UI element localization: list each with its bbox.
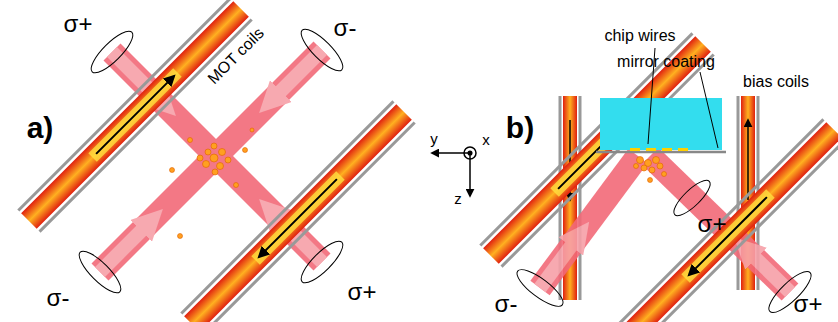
mirror-coating — [596, 151, 726, 154]
mot-coil — [18, 0, 251, 232]
polarization-label: σ- — [47, 286, 70, 310]
panel-label: a) — [27, 113, 54, 143]
atom-cloud — [170, 128, 255, 239]
polarization-label: σ+ — [698, 212, 727, 236]
polarization-label: σ+ — [64, 12, 93, 36]
axis-label: y — [430, 131, 438, 146]
polarization-ellipse — [74, 24, 348, 298]
panel-label: b) — [506, 113, 534, 143]
part-label: chip wires — [604, 28, 675, 44]
axis-label: z — [454, 191, 462, 206]
mot-coil — [181, 101, 414, 322]
atom-cloud — [634, 157, 667, 183]
axes — [432, 147, 476, 196]
polarization-label: σ- — [334, 16, 357, 40]
polarization-label: σ+ — [348, 280, 377, 304]
polarization-label: σ- — [495, 292, 518, 316]
polarization-ellipse — [512, 176, 816, 318]
polarization-label: σ+ — [794, 292, 823, 316]
atom-chip — [600, 98, 722, 150]
axis-label: x — [482, 132, 490, 147]
chip-wires — [630, 148, 688, 151]
part-label: bias coils — [743, 74, 809, 90]
bias-coil — [560, 96, 758, 300]
part-label: mirror coating — [617, 54, 715, 70]
